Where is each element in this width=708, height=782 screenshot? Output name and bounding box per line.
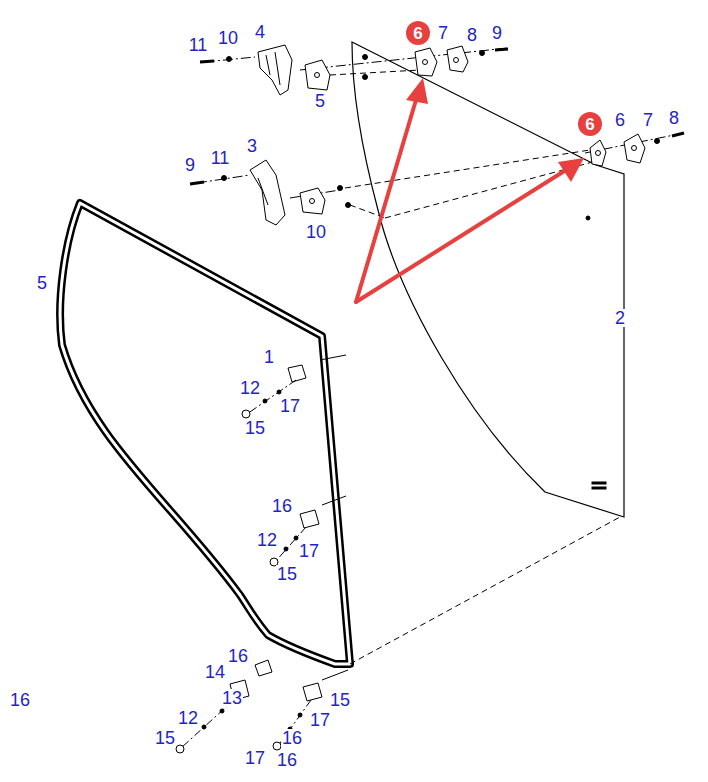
part-number: 2 xyxy=(614,309,626,327)
callout-number: 6 xyxy=(413,25,422,42)
part-number: 8 xyxy=(668,109,680,127)
part-number: 3 xyxy=(246,137,258,155)
part-number: 10 xyxy=(217,29,239,47)
part-number: 17 xyxy=(244,749,266,767)
part-number: 15 xyxy=(276,565,298,583)
part-number: 14 xyxy=(204,663,226,681)
part-number: 16 xyxy=(227,647,249,665)
part-number: 9 xyxy=(184,156,196,174)
part-number: 1 xyxy=(263,348,275,366)
part-number: 11 xyxy=(210,149,231,167)
part-number: 4 xyxy=(254,23,266,41)
part-number: 11 xyxy=(188,36,209,54)
part-number: 8 xyxy=(466,26,478,44)
part-number: 5 xyxy=(36,274,48,292)
part-number: 12 xyxy=(256,531,278,549)
callout-number: 6 xyxy=(585,116,594,133)
part-number: 7 xyxy=(642,111,654,129)
part-number: 12 xyxy=(177,709,199,727)
part-number: 15 xyxy=(244,419,266,437)
part-number: 16 xyxy=(281,729,303,747)
part-number: 17 xyxy=(279,397,301,415)
part-number: 16 xyxy=(9,691,31,709)
part-number: 17 xyxy=(309,711,331,729)
part-number: 16 xyxy=(271,497,293,515)
callout-circle: 6 xyxy=(406,21,430,45)
part-number: 15 xyxy=(329,691,351,709)
part-number: 13 xyxy=(221,689,243,707)
part-number: 6 xyxy=(614,111,626,129)
part-number: 15 xyxy=(154,729,176,747)
part-number: 9 xyxy=(491,24,503,42)
part-number: 5 xyxy=(314,92,326,110)
part-number: 10 xyxy=(305,223,327,241)
part-number: 7 xyxy=(437,24,449,42)
part-number: 17 xyxy=(298,542,320,560)
part-number: 16 xyxy=(276,751,298,769)
callout-circle: 6 xyxy=(578,112,602,136)
part-number: 12 xyxy=(239,379,261,397)
